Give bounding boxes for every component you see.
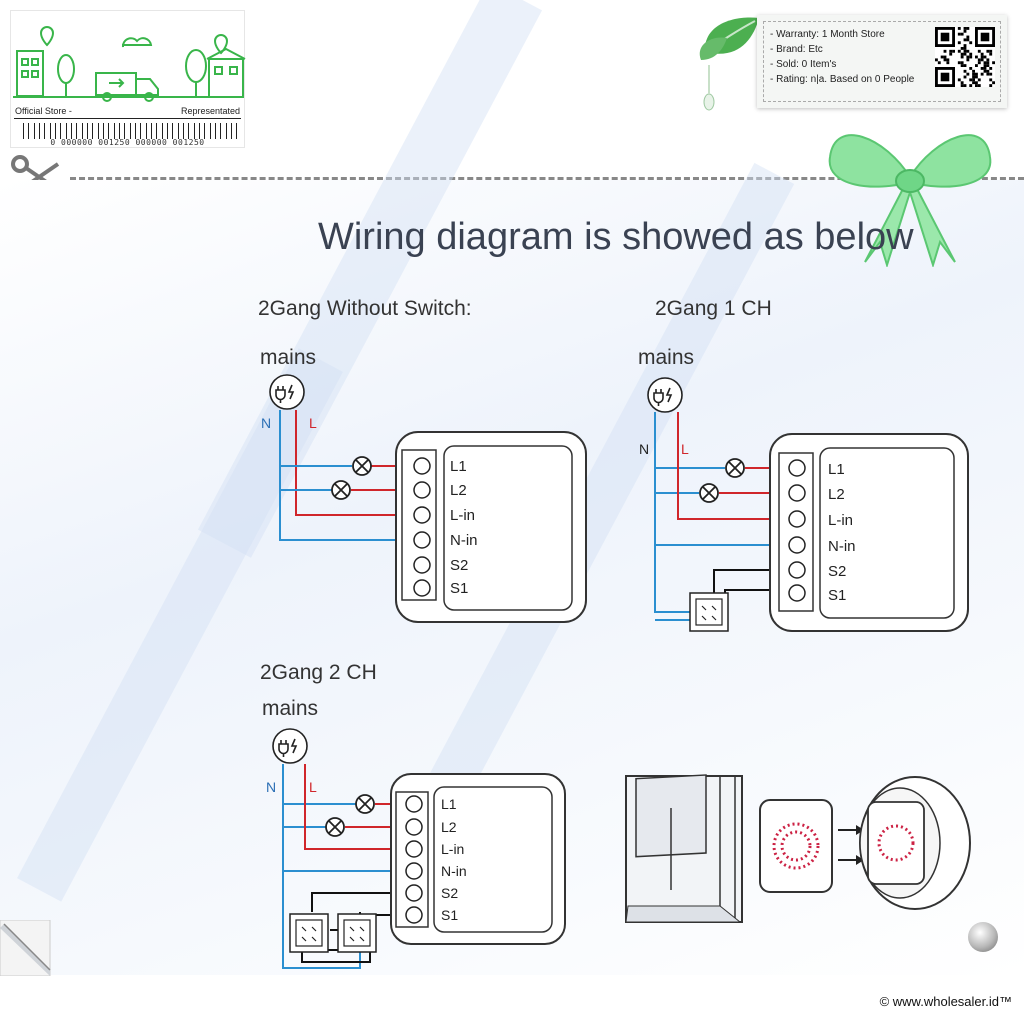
store-badge-right-label: Representated	[180, 106, 240, 116]
qr-code-icon	[935, 27, 995, 87]
terminal-label: L-in	[828, 512, 853, 529]
live-label: L	[681, 441, 689, 457]
lamp-icon	[355, 794, 375, 814]
page-corner-fold	[0, 920, 51, 976]
lamp-icon	[699, 483, 719, 503]
barcode-number: 0 000000 001250 000000 001250	[50, 138, 205, 147]
terminal-label: N-in	[828, 538, 856, 555]
neutral-label: N	[266, 779, 276, 795]
cut-line	[70, 177, 1024, 180]
terminal-label: N-in	[450, 532, 478, 549]
city-delivery-illustration	[13, 26, 246, 102]
terminal-label: L2	[450, 482, 467, 499]
leaf-icon	[699, 17, 759, 111]
terminal-label: S1	[450, 580, 468, 597]
neutral-label: N	[261, 415, 271, 431]
ribbon-bow-icon	[828, 134, 992, 267]
live-label: L	[309, 415, 317, 431]
terminal-label: L2	[441, 819, 457, 835]
lamp-icon	[725, 458, 745, 478]
terminal-label: L1	[828, 461, 845, 478]
terminal-label: L2	[828, 486, 845, 503]
lamp-icon	[325, 817, 345, 837]
pin-icon	[968, 922, 998, 952]
terminal-label: S2	[828, 563, 846, 580]
section-heading-2gang-1ch: 2Gang 1 CH	[655, 297, 772, 320]
terminal-label: S1	[441, 907, 458, 923]
info-card-inner: - Warranty: 1 Month Store - Brand: Etc -…	[763, 21, 1001, 102]
lamp-icon	[352, 456, 372, 476]
copyright-text: © www.wholesaler.id™	[879, 994, 1012, 1009]
badge-divider	[14, 118, 241, 119]
info-brand: - Brand: Etc	[770, 44, 823, 55]
neutral-label: N	[639, 441, 649, 457]
info-rating: - Rating: n|a. Based on 0 People	[770, 74, 915, 85]
mains-plug-icon	[269, 374, 305, 410]
section-heading-2gang-without-switch: 2Gang Without Switch:	[258, 297, 472, 320]
terminal-label: L1	[450, 458, 467, 475]
info-warranty: - Warranty: 1 Month Store	[770, 29, 885, 40]
diagram-2gang-2ch	[272, 728, 566, 969]
terminal-label: S2	[441, 885, 458, 901]
mains-label: mains	[262, 697, 319, 720]
live-label: L	[309, 779, 317, 795]
store-badge-left-label: Official Store -	[15, 106, 72, 116]
section-heading-2gang-2ch: 2Gang 2 CH	[260, 661, 377, 684]
page-title: Wiring diagram is showed as below	[318, 216, 914, 258]
terminal-label: L1	[441, 796, 457, 812]
store-badge: Official Store - Representated 0 000000 …	[10, 10, 246, 148]
terminal-label: S1	[828, 587, 846, 604]
lamp-icon	[331, 480, 351, 500]
info-sold: - Sold: 0 Item's	[770, 59, 837, 70]
wall-switch-icon	[337, 913, 377, 953]
terminal-label: S2	[450, 557, 468, 574]
mains-label: mains	[638, 346, 695, 369]
terminal-label: L-in	[441, 841, 464, 857]
diagram-2gang-without-switch	[269, 374, 587, 623]
relay-module-small	[759, 799, 833, 893]
installation-illustration	[625, 774, 971, 923]
product-info-card: - Warranty: 1 Month Store - Brand: Etc -…	[757, 15, 1007, 108]
terminal-label: N-in	[441, 863, 467, 879]
barcode	[23, 123, 237, 139]
mains-label: mains	[260, 346, 317, 369]
mains-plug-icon	[647, 377, 683, 413]
wall-switch-icon	[689, 592, 729, 632]
diagram-2gang-1ch	[647, 377, 969, 632]
terminal-label: L-in	[450, 507, 475, 524]
wall-switch-icon	[289, 913, 329, 953]
mains-plug-icon	[272, 728, 308, 764]
